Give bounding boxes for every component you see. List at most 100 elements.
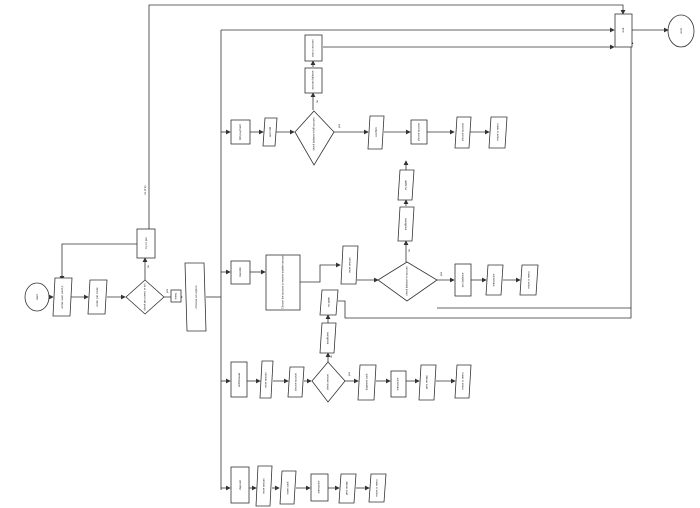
dp-print-node [338, 473, 357, 504]
withdrawal-text: withdrawal [237, 373, 241, 388]
pin-check-node [125, 279, 165, 315]
choose-option-text: choose an option [194, 285, 198, 308]
wd-dispense-node [357, 364, 377, 401]
wd-amount-text: enter amount [264, 372, 268, 388]
wd-transaction-node [390, 370, 407, 398]
dp-end-node [368, 473, 387, 503]
tr-balance-node [454, 263, 472, 297]
bill-payment-node [230, 119, 251, 145]
choose-option-node [184, 262, 207, 332]
nodes: start end enter user card p enter pin co… [24, 13, 695, 507]
tr-no-label: no [408, 249, 411, 252]
pay-confirm-text: confirm [374, 127, 378, 137]
tr-transaction-text: transaction [492, 273, 496, 286]
wd-insufficient-node [319, 322, 337, 354]
pay-success-text: account balance [311, 70, 315, 89]
tr-enter-text: enter amount [348, 257, 352, 273]
connectors [49, 4, 669, 491]
tr-insufficient-node [397, 206, 415, 242]
transfer-text: transfer [238, 267, 242, 277]
enter-card-node [52, 277, 73, 317]
tr-end-node [519, 264, 539, 296]
wd-insufficient-text: insufficient [326, 332, 330, 344]
pay-choose-node [454, 116, 472, 149]
pin-no-label: no [147, 265, 150, 268]
pay-return-node [304, 34, 323, 62]
pay-end-text: return to menu [496, 123, 500, 140]
verify-pin-text: enter pin code [95, 287, 99, 306]
wd-again-node [319, 289, 339, 316]
verify-pin-node [87, 279, 108, 315]
wd-choose-text: choose account [294, 373, 298, 391]
tr-again-node [397, 169, 415, 201]
deposit-node [230, 466, 250, 504]
pay-check-node [294, 110, 335, 166]
dp-print-text: print receipt [345, 481, 349, 495]
wd-check-text: check amount [326, 374, 330, 390]
withdrawal-node [230, 361, 248, 398]
pay-account-node [410, 119, 428, 145]
tr-account-node [265, 254, 301, 311]
end-text: end [679, 28, 683, 33]
end-node [667, 14, 695, 48]
start-text: start [35, 294, 39, 300]
edge-tr-2 [300, 262, 341, 283]
wd-transaction-text: transaction [396, 377, 400, 390]
pay-success-node [304, 67, 323, 94]
transfer-node [230, 260, 251, 285]
menu-text: menu [175, 292, 178, 299]
pay-return-text: pay to account [311, 39, 315, 56]
edge-retry-loop [59, 243, 137, 281]
menu-node [170, 289, 182, 303]
pay-choose-text: choose account [461, 123, 465, 141]
tr-check-node [377, 261, 438, 302]
pay-no-label: no [316, 100, 319, 103]
exit-text: exit [621, 28, 625, 33]
tr-again-text: try again [404, 179, 408, 190]
pin-yes-label: yes [166, 288, 169, 293]
try-again-node [136, 228, 156, 259]
wd-dispense-text: dispense cash [365, 373, 369, 390]
pay-acct-node [262, 117, 278, 147]
tr-transaction-node [485, 264, 504, 296]
dp-insert-node [279, 470, 297, 505]
deposit-text: deposit [238, 480, 242, 490]
tr-account-text: Choose the account to receive transfer a… [281, 255, 285, 309]
dp-insert-text: insert cash [286, 481, 290, 494]
wd-again-text: try again [327, 296, 331, 307]
pay-acct-text: acct bill [268, 127, 272, 137]
wd-no-label: no [330, 355, 333, 358]
tr-enter-node [340, 245, 359, 285]
start-node [24, 282, 50, 312]
edge-retry-exit [148, 4, 626, 229]
dp-enter-node [255, 465, 273, 507]
pay-account-text: choose account [417, 123, 421, 141]
dp-end-text: return to menu [375, 479, 379, 496]
pay-confirm-node [367, 115, 385, 150]
wd-end-node [454, 364, 472, 399]
pay-check-text: check balance in bill account [312, 117, 316, 150]
dp-enter-text: enter amount [262, 478, 266, 494]
wd-yes-label: yes [348, 371, 351, 376]
pay-yes-label: yes [338, 123, 341, 128]
dp-transaction-node [310, 473, 329, 502]
tr-yes-label: yes [440, 271, 443, 276]
wd-choose-node [287, 366, 305, 398]
tr-end-text: return to menu [527, 271, 531, 288]
wd-check-node [311, 361, 346, 403]
retry-label: no of try [143, 185, 147, 195]
pin-check-text: check pin correct or not [143, 283, 147, 310]
edge-wd-exit [338, 300, 632, 319]
tr-insufficient-text: insufficient [404, 218, 408, 230]
wd-amount-node [259, 360, 274, 399]
tr-check-text: check balance in account [405, 266, 409, 295]
bill-payment-text: bill payment [238, 124, 242, 140]
dp-transaction-text: transaction [317, 480, 321, 493]
try-again-text: try to pin [144, 237, 148, 249]
pay-end-node [488, 116, 508, 149]
exit-node [614, 13, 633, 48]
tr-balance-text: acct balance [461, 272, 465, 287]
wd-end-text: return to menu [461, 372, 465, 389]
wd-print-text: print receipt [425, 375, 429, 389]
